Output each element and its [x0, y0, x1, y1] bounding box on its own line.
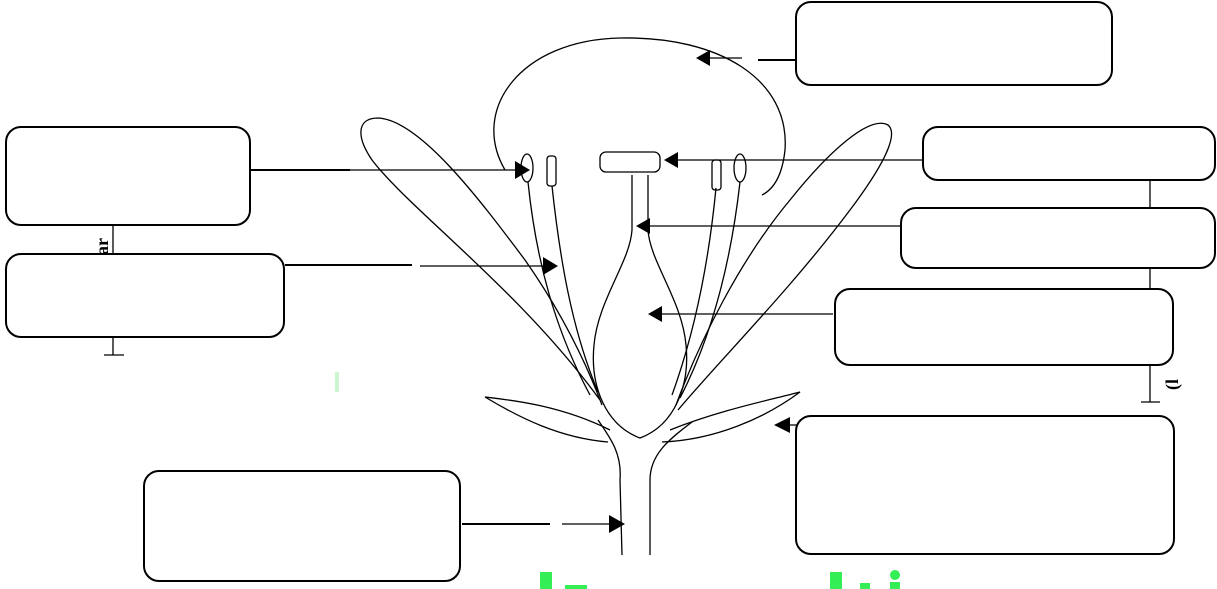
label-box-right-2[interactable]	[900, 207, 1216, 269]
arrowhead-upper-left	[515, 161, 530, 179]
arrowhead-top-right	[696, 50, 710, 66]
filament-left-2	[551, 185, 599, 393]
label-box-upper-left[interactable]	[5, 126, 251, 226]
sepal-right	[661, 391, 801, 443]
arrowhead-right-2	[636, 218, 650, 234]
sepal-left	[484, 396, 611, 443]
label-box-right-1[interactable]	[922, 126, 1216, 181]
label-box-mid-left[interactable]	[5, 253, 285, 338]
arrowhead-right-1	[664, 152, 678, 168]
anther-left-2	[546, 155, 557, 187]
anther-right-1	[711, 159, 722, 191]
petal-back	[493, 37, 786, 196]
anther-right-2	[733, 153, 747, 183]
petal-right	[675, 122, 893, 411]
pistil-outline	[592, 175, 688, 439]
label-box-top-right[interactable]	[795, 1, 1113, 86]
stalk-left	[597, 419, 623, 556]
label-box-bottom-left[interactable]	[143, 470, 461, 582]
arrowhead-right-3	[648, 306, 662, 322]
arrowhead-bottom-left	[609, 515, 625, 533]
petal-left	[360, 117, 603, 406]
bracket-label-right: (l	[1162, 379, 1182, 390]
filament-right-2	[679, 181, 741, 399]
label-box-right-3[interactable]	[834, 288, 1174, 366]
filament-right-1	[671, 187, 717, 396]
stalk-right	[649, 421, 693, 555]
stigma-shape	[599, 151, 661, 173]
filament-left-1	[527, 181, 591, 396]
arrowhead-mid-left	[543, 257, 558, 275]
arrowhead-lower-right	[774, 417, 790, 433]
label-box-lower-right[interactable]	[795, 415, 1175, 555]
watermark-fragments	[335, 372, 900, 589]
